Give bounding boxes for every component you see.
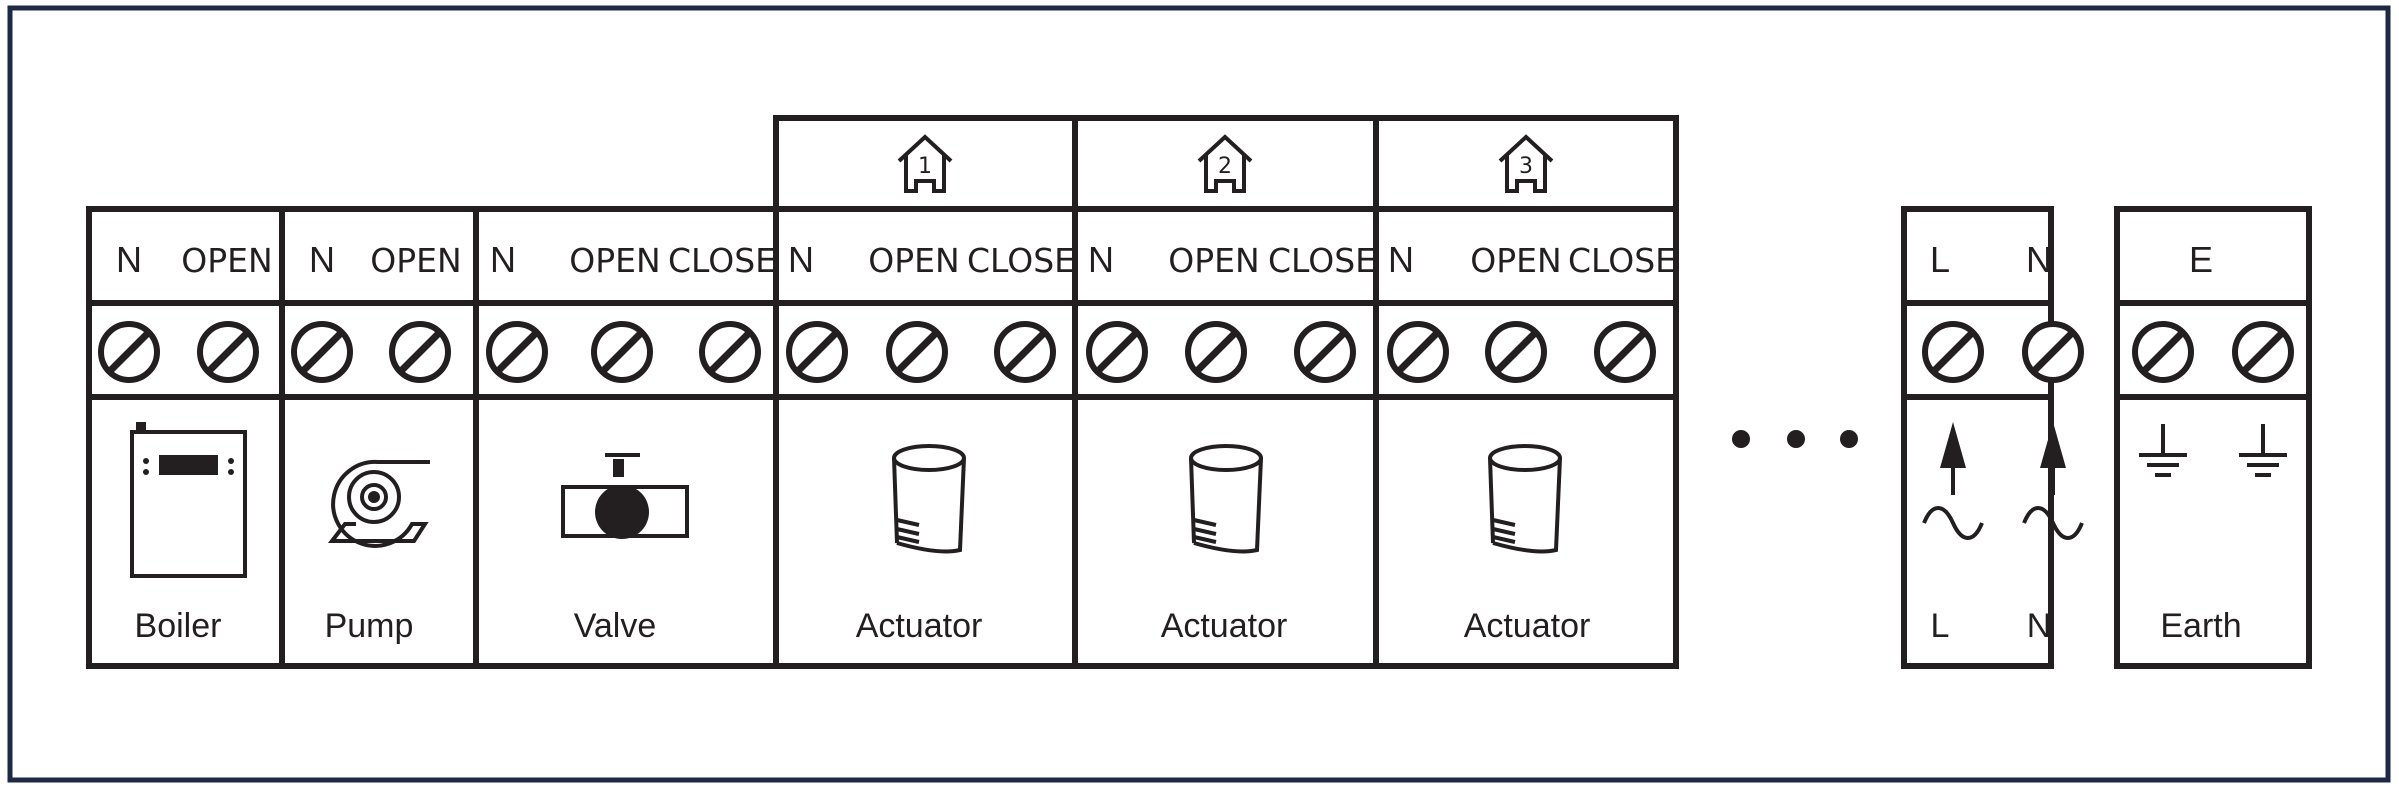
terminal-label-n: N [309,239,335,280]
ellipsis-icon [1732,430,1858,448]
terminal-label-l: L [1930,239,1950,280]
valve-icon [561,453,689,539]
terminal-label-close: CLOSE [1568,241,1676,280]
terminal-label-open: OPEN [868,241,959,280]
actuator-icon [1189,444,1263,554]
main-terminal-block [86,115,1679,669]
screw-terminal-icon [786,321,848,383]
screw-terminal-icon [1594,321,1656,383]
pump-icon [327,459,430,548]
screw-terminal-icon [1922,321,1984,383]
screw-terminal-icon [1086,321,1148,383]
device-label-valve: Valve [574,607,657,645]
terminal-label-open: OPEN [370,241,461,280]
screw-terminal-icon [994,321,1056,383]
screw-terminal-icon [486,321,548,383]
terminal-label-open: OPEN [569,241,660,280]
terminal-label-close: CLOSE [1268,241,1376,280]
screw-terminal-icon [1387,321,1449,383]
actuator-icon [1488,444,1562,554]
house-zone-2-icon: 2 [1197,134,1253,193]
screw-terminal-icon [1185,321,1247,383]
screw-terminal-icon [699,321,761,383]
house-zone-3-icon: 3 [1498,134,1554,193]
terminal-label-n: N [788,239,814,280]
screw-terminal-icon [2022,321,2084,383]
device-labels: Boiler Pump Valve Actuator Actuator Actu… [135,607,2242,645]
screw-terminal-icon [1485,321,1547,383]
screw-terminal-icon [2132,321,2194,383]
device-label-earth: Earth [2160,607,2241,645]
terminal-label-n: N [1088,239,1114,280]
device-label-actuator: Actuator [856,607,983,645]
device-label-n: N [2027,607,2052,645]
screw-terminal-icon [197,321,259,383]
zone-number: 3 [1519,154,1533,179]
terminal-label-n: N [2026,239,2052,280]
terminal-label-open: OPEN [1470,241,1561,280]
terminal-strip [86,206,1679,669]
boiler-icon [130,422,247,578]
screw-terminal-icon [886,321,948,383]
screw-terminals [98,321,2294,383]
device-label-actuator: Actuator [1161,607,1288,645]
terminal-label-open: OPEN [181,241,272,280]
device-label-pump: Pump [325,607,414,645]
terminal-label-n: N [1388,239,1414,280]
screw-terminal-icon [2232,321,2294,383]
screw-terminal-icon [291,321,353,383]
terminal-label-n: N [490,239,516,280]
terminal-label-n: N [116,239,142,280]
terminal-label-close: CLOSE [967,241,1075,280]
screw-terminal-icon [591,321,653,383]
screw-terminal-icon [98,321,160,383]
earth-ground-icon [2139,424,2287,477]
device-label-l: L [1931,607,1950,645]
device-label-actuator: Actuator [1464,607,1591,645]
earth-terminal-block [2114,206,2312,669]
screw-terminal-icon [1294,321,1356,383]
screw-terminal-icon [389,321,451,383]
terminal-labels: N OPEN N OPEN N OPEN CLOSE N OPEN CLOSE … [116,239,2213,280]
terminal-label-open: OPEN [1168,241,1259,280]
zone-number: 1 [918,154,932,179]
house-zone-1-icon: 1 [897,134,953,193]
terminal-label-close: CLOSE [668,241,776,280]
ac-supply-icon [1922,422,2084,540]
zone-number: 2 [1218,154,1232,179]
terminal-label-e: E [2189,239,2213,280]
actuator-icon [892,444,966,554]
device-label-boiler: Boiler [135,607,222,645]
